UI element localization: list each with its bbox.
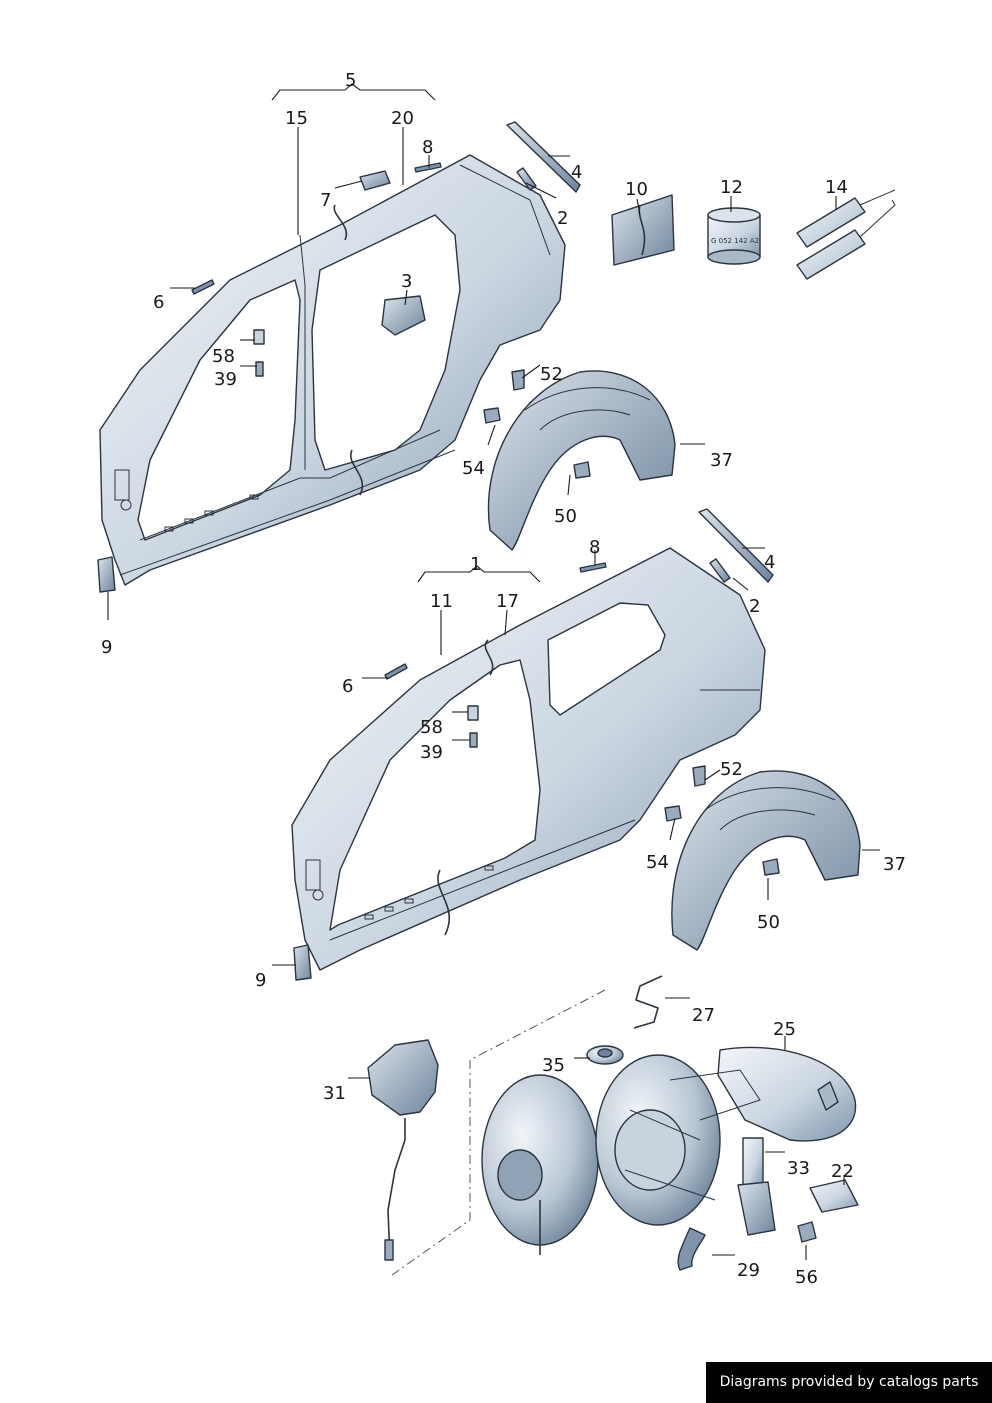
strip-8b	[579, 562, 607, 573]
bracket-7	[359, 170, 391, 191]
pad-2	[516, 167, 537, 191]
clip-52b	[692, 765, 706, 787]
liner-37a	[487, 370, 676, 551]
label-17: 17	[496, 591, 519, 612]
tube-code: G 052 142 A2	[711, 237, 759, 245]
label-52: 52	[540, 364, 563, 385]
label-20: 20	[391, 108, 414, 129]
callout-labels: 5 15 20 8 7 4 2 10 12 14 6 3 58 39 52 37…	[101, 70, 906, 1288]
strip-8	[414, 162, 442, 173]
fuel-filler-assembly	[367, 975, 859, 1276]
label-4: 4	[571, 162, 582, 183]
clip-54a	[483, 407, 501, 424]
wheel-liner-lower	[664, 765, 861, 951]
screw-50a	[573, 461, 591, 479]
label-35: 35	[542, 1055, 565, 1076]
label-39: 39	[214, 369, 237, 390]
clip-54b	[664, 805, 682, 822]
quarter-window-opening	[547, 602, 666, 716]
credit-banner: Diagrams provided by catalogs parts	[706, 1362, 992, 1403]
label-27: 27	[692, 1005, 715, 1026]
label-25: 25	[773, 1019, 796, 1040]
strip-4	[506, 121, 581, 193]
label-1: 1	[470, 554, 481, 575]
label-39b: 39	[420, 742, 443, 763]
label-56: 56	[795, 1267, 818, 1288]
screw-50b	[762, 858, 780, 876]
hose-29	[677, 1227, 706, 1271]
pad-2b	[709, 558, 731, 583]
label-22: 22	[831, 1161, 854, 1182]
label-12: 12	[720, 177, 743, 198]
label-5: 5	[345, 70, 356, 91]
label-50: 50	[554, 506, 577, 527]
label-10: 10	[625, 179, 648, 200]
seal-27	[633, 975, 663, 1029]
label-11: 11	[430, 591, 453, 612]
label-58: 58	[212, 346, 235, 367]
label-33: 33	[787, 1158, 810, 1179]
door-opening-3door	[329, 659, 541, 931]
label-9: 9	[101, 637, 112, 658]
screw-56	[797, 1221, 817, 1243]
bracket-3	[381, 295, 426, 336]
plug-58b	[467, 705, 479, 721]
label-4b: 4	[764, 552, 775, 573]
label-37: 37	[710, 450, 733, 471]
label-7: 7	[320, 190, 331, 211]
wheel-liner-upper	[483, 369, 676, 551]
label-37b: 37	[883, 854, 906, 875]
sealant-tube-12: G 052 142 A2	[707, 207, 761, 265]
label-54: 54	[462, 458, 485, 479]
actuator-31	[367, 1039, 439, 1116]
small-parts-lower	[293, 508, 774, 981]
label-52b: 52	[720, 759, 743, 780]
bracket-9b	[293, 944, 312, 981]
leader-lines	[107, 83, 880, 1260]
label-29: 29	[737, 1260, 760, 1281]
label-2: 2	[557, 208, 568, 229]
strip-6b	[384, 663, 408, 680]
label-6: 6	[153, 292, 164, 313]
label-50b: 50	[757, 912, 780, 933]
strip-6	[191, 279, 215, 295]
label-2b: 2	[749, 596, 760, 617]
release-pin-33	[742, 1137, 764, 1189]
label-58b: 58	[420, 717, 443, 738]
bracket-9	[97, 556, 116, 593]
front-door-opening	[137, 279, 301, 541]
side-panel-3-door	[291, 547, 766, 971]
label-8b: 8	[589, 537, 600, 558]
plug-58	[253, 329, 265, 345]
bolt-39b	[469, 732, 478, 748]
bolt-39	[255, 361, 264, 377]
label-31: 31	[323, 1083, 346, 1104]
label-8: 8	[422, 137, 433, 158]
clip-52a	[511, 369, 525, 391]
side-panel-5-door	[99, 154, 566, 586]
label-14: 14	[825, 177, 848, 198]
small-parts-upper: G 052 142 A2	[97, 121, 896, 593]
strip-4b	[698, 508, 774, 583]
label-15: 15	[285, 108, 308, 129]
cartridges-14	[796, 189, 896, 280]
rear-door-opening	[311, 214, 461, 471]
label-3: 3	[401, 271, 412, 292]
label-9b: 9	[255, 970, 266, 991]
fuel-flap-25	[717, 1046, 857, 1142]
liner-37b	[671, 770, 861, 951]
label-54b: 54	[646, 852, 669, 873]
label-6b: 6	[342, 676, 353, 697]
motor-22	[809, 1179, 859, 1213]
